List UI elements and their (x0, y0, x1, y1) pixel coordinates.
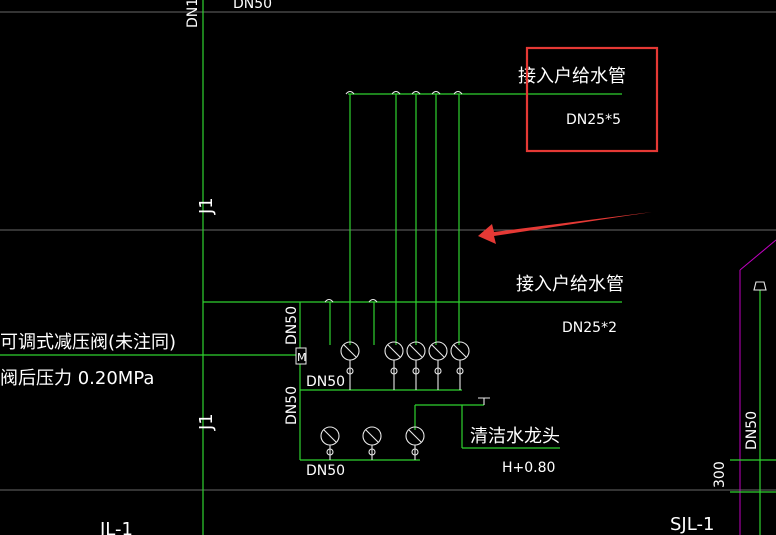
highlight-box (525, 46, 659, 153)
right-dim-label: 300 (712, 461, 728, 488)
meter-row-2 (320, 426, 425, 460)
faucet-icon (478, 397, 490, 405)
riser-j1-lower-label: J1 (196, 413, 217, 431)
valve-label: 可调式减压阀(未注同) (0, 332, 176, 353)
upper-header-fittings (345, 90, 463, 95)
top-dn-label: DN50 (233, 0, 272, 12)
valve-mark: M (297, 351, 307, 364)
faucet-height: H+0.80 (502, 460, 555, 476)
dn50-horizontal-2: DN50 (306, 463, 345, 479)
right-dn-label: DN50 (744, 411, 760, 450)
dn50-horizontal-1: DN50 (306, 374, 345, 390)
bottom-left-id: JL-1 (99, 519, 133, 535)
pointer-arrow (478, 212, 652, 244)
lower-supply-size: DN25*2 (562, 320, 617, 336)
dn50-vertical-1: DN50 (284, 306, 300, 345)
right-riser-diagonal (739, 239, 776, 271)
bottom-right-id: SJL-1 (670, 514, 714, 535)
riser-j1-upper-label: J1 (196, 197, 217, 215)
dn50-vertical-2: DN50 (284, 386, 300, 425)
right-fitting-icon (753, 281, 767, 291)
upper-supply-label: 接入户给水管 (518, 66, 626, 87)
pressure-reducing-valve (295, 347, 307, 365)
upper-supply-size: DN25*5 (566, 112, 621, 128)
meter-row-1 (340, 341, 470, 390)
pressure-label: 阀后压力 0.20MPa (0, 368, 154, 389)
lower-supply-label: 接入户给水管 (516, 274, 624, 295)
faucet-label: 清洁水龙头 (470, 426, 560, 447)
top-left-dn-label: DN1 (185, 0, 201, 28)
lower-header-fittings (324, 298, 378, 303)
